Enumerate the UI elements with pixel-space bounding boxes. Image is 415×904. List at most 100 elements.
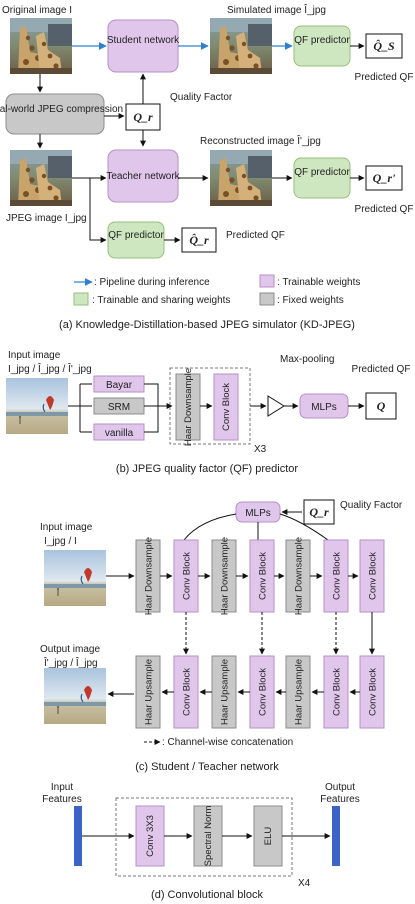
qs-hat-box	[365, 33, 403, 59]
reconstructed-image-label: Reconstructed image Î'_jpg	[200, 134, 321, 147]
input-features-label-1: Input	[51, 782, 73, 793]
qfp-input-label-1: Input image	[8, 350, 61, 361]
net-qr-symbol: Q_r	[309, 505, 329, 519]
simulated-giraffe-image	[210, 18, 272, 74]
input-features-label-2: Features	[42, 794, 81, 805]
qr-hat-symbol: Q̂_r	[189, 233, 209, 247]
qr-prime-symbol: Q_r'	[373, 171, 396, 185]
legend-trainable-swatch	[259, 274, 275, 288]
x3-label: X3	[254, 444, 267, 455]
enc-conv-5-label: Conv Block	[332, 552, 343, 600]
qf-predictor-bottom-label: QF predictor	[108, 230, 164, 241]
reconstructed-giraffe-image	[210, 150, 272, 206]
qf-predictor-mid-label: QF predictor	[294, 167, 350, 178]
enc-haar-0-label: Haar Downsample	[144, 537, 155, 615]
legend-trainable-text: : Trainable weights	[277, 277, 360, 288]
predicted-qf-bottom-label: Predicted QF	[226, 230, 285, 241]
legend-pipeline-text: : Pipeline during inference	[94, 277, 210, 288]
legend-shared-text: : Trainable and sharing weights	[92, 295, 230, 306]
caption-a: (a) Knowledge-Distillation-based JPEG si…	[59, 319, 355, 331]
qfp-split-lines	[68, 383, 92, 433]
conv3x3-label: Conv 3X3	[145, 815, 156, 857]
dec-haar-4-label: Haar Upsample	[294, 659, 305, 725]
net-input-label-2: I_jpg / I	[44, 536, 77, 547]
caption-d: (d) Convolutional block	[151, 889, 263, 901]
qf-predictor-top	[293, 25, 351, 67]
caption-b: (b) JPEG quality factor (QF) predictor	[116, 463, 298, 475]
teacher-network-box	[107, 149, 179, 203]
spectral-norm-label: Spectral Norm	[203, 806, 214, 867]
bayar-label: Bayar	[106, 380, 133, 391]
encoder-row: Haar Downsample Conv Block Haar Downsample…	[135, 537, 385, 655]
enc-haar-2-label: Haar Downsample	[220, 537, 231, 615]
maxpool-label: Max-pooling	[280, 354, 334, 365]
panel-d: Input Features Output Features Conv 3X3 …	[42, 782, 359, 901]
enc-conv-6-box	[359, 539, 385, 613]
elu-label: ELU	[263, 827, 274, 846]
predicted-qf-mid-label: Predicted QF	[355, 204, 414, 215]
realworld-jpeg-label: Real-world JPEG compression	[0, 104, 123, 115]
panel-c: MLPs Q_r Quality Factor Input image I_jp…	[40, 499, 403, 773]
enc-haar-2-box	[211, 539, 237, 613]
dec-haar-0-label: Haar Upsample	[144, 659, 155, 725]
qfp-conv-label: Conv Block	[221, 383, 232, 431]
dec-haar-0-box	[135, 655, 161, 729]
dec-conv-6-box	[359, 655, 385, 729]
decoder-row: Haar Upsample Conv Block Haar Upsample Conv…	[135, 655, 385, 729]
caption-c: (c) Student / Teacher network	[135, 761, 279, 773]
enc-conv-1-label: Conv Block	[182, 552, 193, 600]
input-features-bar	[74, 806, 82, 866]
dec-conv-3-label: Conv Block	[258, 668, 269, 716]
qfp-mlps-label: MLPs	[311, 402, 337, 413]
student-network-label: Student network	[107, 35, 180, 46]
net-output-label-2: Î'_jpg / Î_jpg	[43, 656, 98, 669]
net-quality-factor-label: Quality Factor	[340, 500, 403, 511]
mlps-fan-out	[183, 513, 329, 541]
enc-conv-3-label: Conv Block	[258, 552, 269, 600]
qf-predictor-top-label: QF predictor	[294, 35, 350, 46]
convblock-repeat-box	[115, 797, 293, 877]
net-input-image	[44, 550, 106, 606]
enc-conv-6-label: Conv Block	[368, 552, 379, 600]
teacher-network-label: Teacher network	[106, 171, 180, 182]
enc-conv-5-box	[323, 539, 349, 613]
legend-concat-text: : Channel-wise concatenation	[162, 737, 293, 748]
dec-conv-6-label: Conv Block	[368, 668, 379, 716]
qfp-haar-label: Haar Downsample	[183, 368, 194, 446]
qr-symbol: Q_r	[133, 110, 153, 124]
output-features-bar	[332, 806, 340, 866]
arrow-jpeg-to-qf-bottom	[89, 178, 107, 243]
q-box	[365, 392, 397, 420]
panel-b: Input image I_jpg / Î_jpg / Î'_jpg Bayar…	[6, 350, 410, 475]
quality-factor-label: Quality Factor	[170, 92, 233, 103]
simulated-image-label: Simulated image Î_jpg	[227, 3, 326, 16]
original-giraffe-image	[10, 18, 72, 74]
output-features-label-1: Output	[325, 782, 355, 793]
qr-hat-box	[181, 227, 217, 253]
elu-box	[253, 805, 283, 867]
spectral-norm-box	[193, 805, 223, 867]
jpeg-image-label: JPEG image I_jpg	[6, 213, 87, 224]
enc-haar-4-label: Haar Downsample	[294, 537, 305, 615]
x4-label: X4	[298, 878, 311, 889]
enc-haar-0-box	[135, 539, 161, 613]
dec-conv-5-box	[323, 655, 349, 729]
dec-haar-2-label: Haar Upsample	[220, 659, 231, 725]
panel-a: Original image I Simulated image Î_jpg S…	[0, 3, 413, 331]
srm-label: SRM	[108, 402, 130, 413]
net-input-label-1: Input image	[40, 522, 93, 533]
output-features-label-2: Features	[320, 794, 359, 805]
qfp-input-image	[6, 378, 68, 434]
original-image-label: Original image I	[2, 5, 72, 16]
net-output-image	[44, 668, 106, 724]
realworld-jpeg-box	[5, 93, 105, 135]
maxpool-triangle	[267, 395, 285, 417]
qfp-predicted-qf-label: Predicted QF	[352, 364, 411, 375]
legend-fixed-text: : Fixed weights	[277, 295, 344, 306]
qfp-input-label-2: I_jpg / Î_jpg / Î'_jpg	[8, 362, 92, 375]
predicted-qf-top-label: Predicted QF	[355, 72, 414, 83]
vanilla-label: vanilla	[105, 428, 134, 439]
student-network-box	[107, 19, 179, 73]
qs-hat-symbol: Q̂_S	[373, 39, 395, 53]
